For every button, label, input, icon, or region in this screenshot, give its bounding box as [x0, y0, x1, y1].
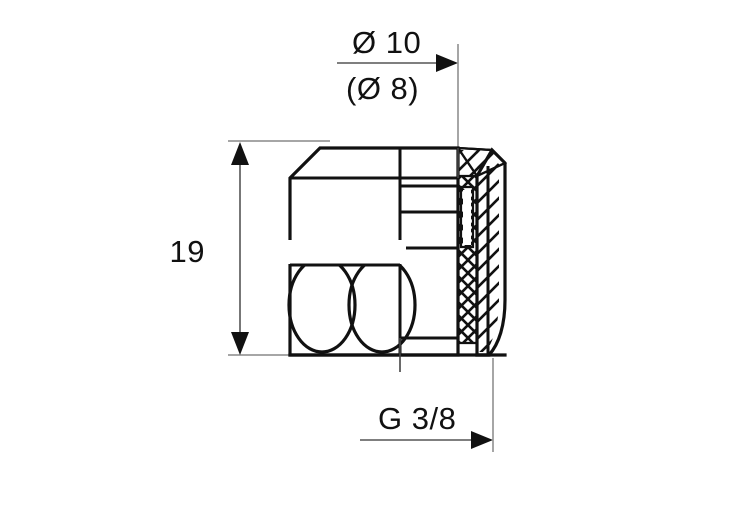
- dimension-bottom-arrow-icon: [471, 431, 493, 449]
- thread-pocket-outline: [459, 185, 475, 249]
- dimension-left-bottom-arrow-icon: [231, 332, 249, 355]
- right-bore-ellipse: [347, 256, 417, 354]
- nut-top-chamfer-redraw: [455, 146, 507, 178]
- dimension-top-diameter: Ø 10 (Ø 8): [337, 25, 459, 152]
- fitting-body-geometry: [286, 146, 507, 375]
- thread-pocket-fill: [463, 190, 471, 245]
- dimension-left-height: 19: [170, 140, 330, 356]
- dimension-top-secondary-label: (Ø 8): [346, 71, 419, 106]
- ellipse-bottom-mask: [286, 357, 466, 375]
- left-bore-ellipse: [287, 256, 357, 354]
- ellipse-top-mask: [286, 240, 406, 264]
- dimension-bottom-label: G 3/8: [378, 401, 456, 436]
- dimension-left-top-arrow-icon: [231, 142, 249, 165]
- dimension-top-primary-label: Ø 10: [352, 25, 421, 60]
- dimension-left-label: 19: [170, 234, 205, 269]
- dimension-bottom-thread: G 3/8: [360, 358, 494, 452]
- dimension-top-arrow-icon: [436, 54, 458, 72]
